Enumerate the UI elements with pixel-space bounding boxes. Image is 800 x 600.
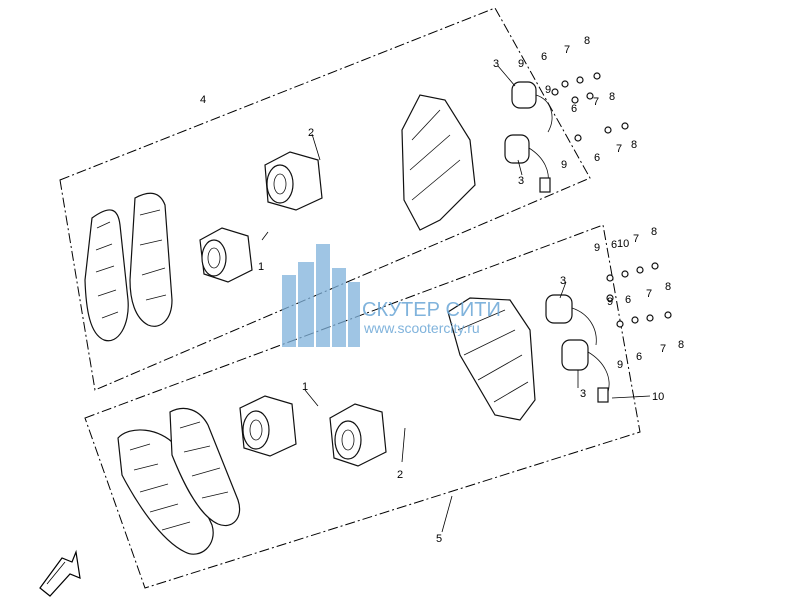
- callout-2-lower: 2: [397, 469, 403, 481]
- callout-9-upper-b: 9: [545, 84, 551, 96]
- callout-10-lower-b: 10: [652, 391, 664, 403]
- lower-rear-housing: [447, 297, 536, 421]
- upper-rear-housing: [401, 94, 476, 231]
- callout-7-lower-b: 7: [646, 288, 652, 300]
- callout-8-upper-c: 8: [631, 139, 637, 151]
- callout-8-lower-c: 8: [678, 339, 684, 351]
- upper-headlight-lens: [84, 209, 129, 342]
- callout-6-lower-a: 6: [611, 239, 617, 251]
- callout-9-upper-c: 9: [561, 159, 567, 171]
- callout-1-lower: 1: [302, 381, 308, 393]
- callout-6-lower-c: 6: [636, 351, 642, 363]
- callout-8-lower-b: 8: [665, 281, 671, 293]
- upper-fasteners: [551, 72, 629, 142]
- callout-3-lower-b: 3: [580, 388, 586, 400]
- lower-headlight-reflector: [169, 407, 241, 527]
- callout-10-lower-a: 10: [617, 238, 629, 250]
- callout-4: 4: [200, 94, 206, 106]
- callout-6-lower-b: 6: [625, 294, 631, 306]
- upper-projector-1: [199, 227, 253, 283]
- watermark-brand: СКУТЕР СИТИ: [362, 299, 501, 321]
- assembly-5-boundary: [84, 224, 641, 589]
- watermark-logo: [282, 244, 360, 347]
- front-direction-arrow-icon: [39, 549, 81, 597]
- callout-3-upper-b: 3: [518, 175, 524, 187]
- callout-7-upper-b: 7: [593, 96, 599, 108]
- lower-fasteners: [606, 262, 672, 328]
- callout-2-upper: 2: [308, 127, 314, 139]
- callout-6-upper-b: 6: [571, 103, 577, 115]
- headlight-assembly-upper: [59, 7, 629, 391]
- callout-7-upper-c: 7: [616, 143, 622, 155]
- callout-8-lower-a: 8: [651, 226, 657, 238]
- callout-9-upper-a: 9: [518, 58, 524, 70]
- lower-bulb-2: [561, 339, 610, 403]
- callout-9-lower-a: 9: [594, 242, 600, 254]
- lower-bulb-1: [545, 294, 597, 346]
- callout-9-lower-c: 9: [617, 359, 623, 371]
- upper-headlight-reflector: [129, 192, 173, 327]
- callout-7-upper-a: 7: [564, 44, 570, 56]
- assembly-4-boundary: [59, 7, 591, 391]
- callout-9-lower-b: 9: [607, 296, 613, 308]
- callout-1-upper: 1: [258, 261, 264, 273]
- callout-8-upper-b: 8: [609, 91, 615, 103]
- lower-headlight-lens: [117, 429, 214, 555]
- callout-6-upper-a: 6: [541, 51, 547, 63]
- callout-5: 5: [436, 533, 442, 545]
- upper-bulb-2: [504, 134, 551, 193]
- lower-projector-1: [239, 395, 297, 457]
- callout-3-lower-a: 3: [560, 275, 566, 287]
- callout-6-upper-c: 6: [594, 152, 600, 164]
- upper-projector-2: [264, 151, 323, 211]
- callout-8-upper-a: 8: [584, 35, 590, 47]
- lower-projector-2: [329, 403, 387, 467]
- callout-7-lower-a: 7: [633, 233, 639, 245]
- watermark-url: www.scootercity.ru: [363, 320, 480, 336]
- callout-3-upper-a: 3: [493, 58, 499, 70]
- headlight-assembly-lower: [84, 224, 672, 589]
- callout-7-lower-c: 7: [660, 343, 666, 355]
- upper-bulb-1: [511, 81, 553, 133]
